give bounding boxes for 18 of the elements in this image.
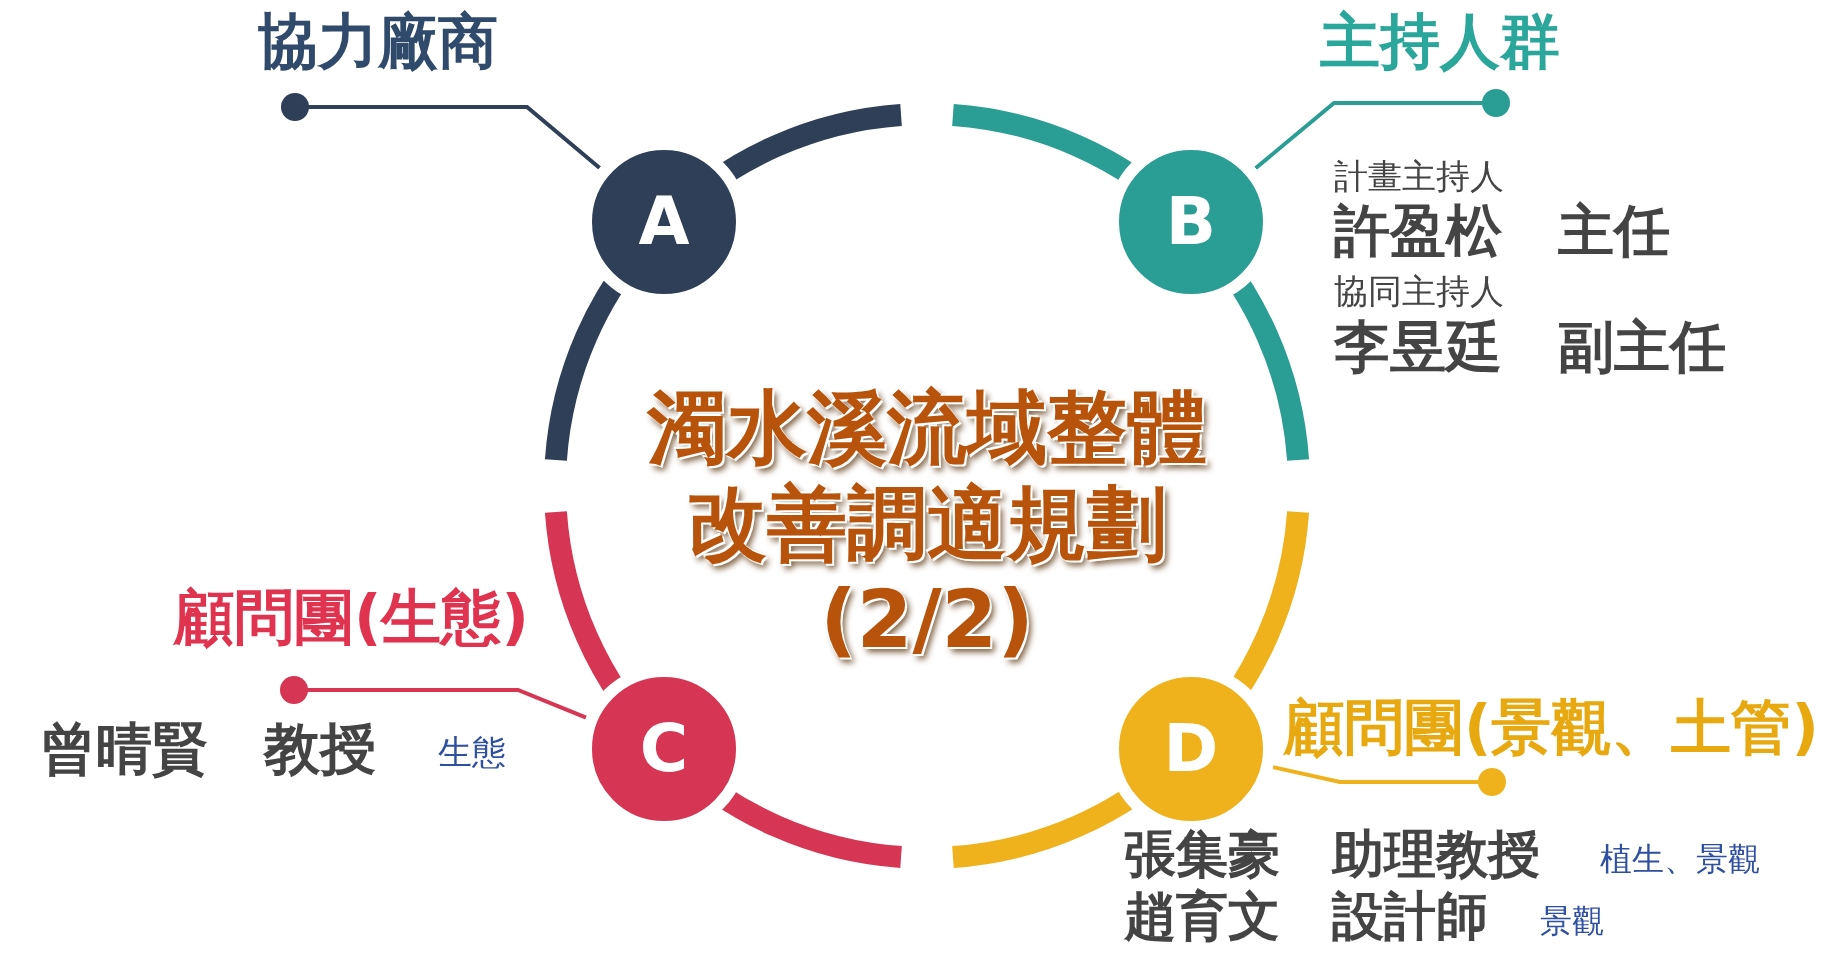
label-text: 計畫主持人: [1334, 158, 1504, 196]
label-text: 植生、景觀: [1600, 842, 1760, 878]
group-heading: 顧問團(景觀、土管): [1284, 694, 1819, 760]
label-text: 生態: [438, 734, 506, 772]
leader-line: [280, 676, 587, 720]
member-name: 李昱廷 副主任: [1334, 316, 1726, 378]
member-name: 許盈松 主任: [1334, 200, 1670, 262]
leader-line: [1254, 89, 1510, 170]
label-text: 景觀: [1540, 904, 1604, 940]
group-heading: 顧問團(生態): [174, 584, 529, 650]
group-heading: 協力廠商: [258, 8, 498, 74]
member-name: 曾晴賢 教授: [40, 718, 376, 780]
leader-line: [281, 93, 601, 170]
center-title: 濁水溪流域整體改善調適規劃(2/2): [637, 380, 1217, 668]
leader-line: [1272, 765, 1506, 796]
member-name: 趙育文 設計師: [1124, 888, 1488, 946]
label-text: 協同主持人: [1334, 273, 1504, 311]
group-heading: 主持人群: [1320, 8, 1560, 74]
